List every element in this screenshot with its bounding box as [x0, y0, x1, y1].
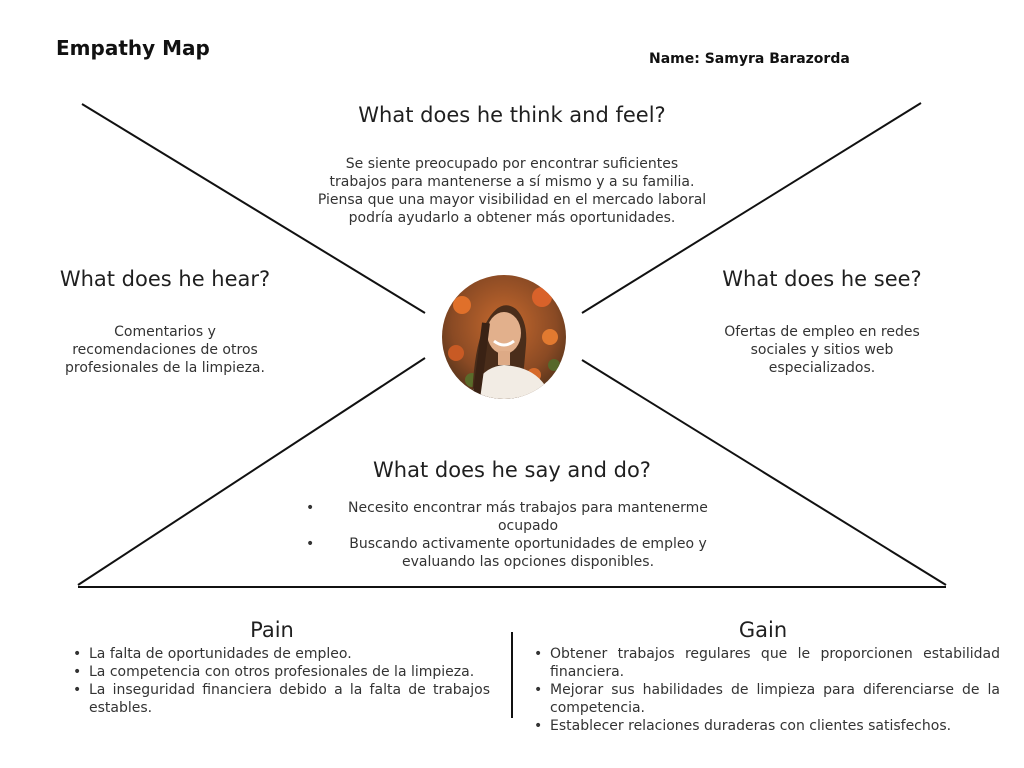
think-feel-line: Piensa que una mayor visibilidad en el m…: [317, 192, 707, 208]
diagonal-top-left: [81, 103, 426, 314]
list-item: Necesito encontrar más trabajos para man…: [300, 499, 720, 535]
pain-list: La falta de oportunidades de empleo. La …: [71, 645, 490, 717]
say-do-list: Necesito encontrar más trabajos para man…: [300, 499, 720, 571]
persona-photo-drawing: [442, 275, 566, 399]
diagonal-bottom-right: [581, 359, 947, 586]
hear-line: profesionales de la limpieza.: [65, 360, 265, 376]
hear-line: Comentarios y: [114, 324, 216, 340]
see-heading: What does he see?: [722, 267, 922, 291]
hear-heading: What does he hear?: [59, 267, 271, 291]
list-item: La competencia con otros profesionales d…: [71, 663, 490, 681]
think-feel-heading: What does he think and feel?: [358, 103, 666, 127]
say-do-heading: What does he say and do?: [373, 458, 651, 482]
hear-text: Comentarios y recomendaciones de otros p…: [40, 323, 290, 377]
see-line: especializados.: [768, 360, 876, 376]
see-text: Ofertas de empleo en redes sociales y si…: [702, 323, 942, 377]
think-feel-text: Se siente preocupado por encontrar sufic…: [290, 155, 734, 227]
list-item: Obtener trabajos regulares que le propor…: [532, 645, 1000, 681]
list-item: Buscando activamente oportunidades de em…: [300, 535, 720, 571]
think-feel-line: podría ayudarlo a obtener más oportunida…: [348, 210, 676, 226]
think-feel-line: trabajos para mantenerse a sí mismo y a …: [329, 174, 695, 190]
list-item: Mejorar sus habilidades de limpieza para…: [532, 681, 1000, 717]
list-item: La falta de oportunidades de empleo.: [71, 645, 490, 663]
list-item: Establecer relaciones duraderas con clie…: [532, 717, 1000, 735]
gain-heading: Gain: [738, 618, 788, 642]
see-line: sociales y sitios web: [750, 342, 894, 358]
hear-line: recomendaciones de otros: [72, 342, 258, 358]
diagonal-top-right: [581, 102, 922, 314]
gain-list: Obtener trabajos regulares que le propor…: [532, 645, 1000, 735]
pain-heading: Pain: [250, 618, 294, 642]
think-feel-line: Se siente preocupado por encontrar sufic…: [345, 156, 679, 172]
diagonal-bottom-left: [77, 357, 426, 586]
see-line: Ofertas de empleo en redes: [724, 324, 920, 340]
persona-name: Name: Samyra Barazorda: [649, 51, 850, 67]
page-title: Empathy Map: [56, 36, 210, 60]
list-item: La inseguridad financiera debido a la fa…: [71, 681, 490, 717]
persona-photo-icon: [442, 275, 566, 399]
